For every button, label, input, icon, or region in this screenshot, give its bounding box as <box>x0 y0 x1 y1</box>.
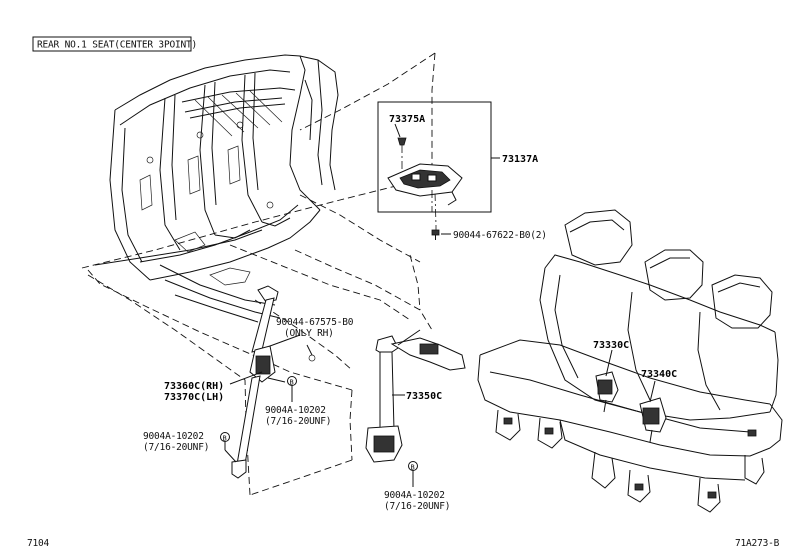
label-only-rh: (ONLY RH) <box>284 328 334 339</box>
svg-text:B: B <box>223 435 227 443</box>
leader-lines <box>224 344 656 487</box>
footer-page-code: 7104 <box>27 538 50 549</box>
seat-belt-center-73350C <box>365 329 466 463</box>
vehicle-body-structure <box>94 54 339 323</box>
label-9004A-mid: 9004A-10202 <box>265 405 326 416</box>
rear-seat <box>477 209 783 513</box>
svg-text:B: B <box>411 464 415 472</box>
header-title: REAR NO.1 SEAT(CENTER 3POINT) <box>37 40 197 51</box>
callout-labels: 73375A 73137A 90044-67622-B0(2) 90044-67… <box>143 114 677 512</box>
footer-diagram-id: 71A273-B <box>735 538 780 549</box>
label-unf-mid: (7/16-20UNF) <box>265 416 331 427</box>
label-90044-67622: 90044-67622-B0(2) <box>453 230 547 241</box>
label-73340C: 73340C <box>641 369 677 380</box>
bolt-marker-mid: B <box>287 376 297 387</box>
label-unf-left: (7/16-20UNF) <box>143 442 209 453</box>
phantom-lines <box>81 52 437 496</box>
label-unf-bottom: (7/16-20UNF) <box>384 501 450 512</box>
label-73375A: 73375A <box>389 114 425 125</box>
bolt-90044-67622 <box>431 229 451 240</box>
svg-text:B: B <box>290 379 294 387</box>
label-73370C: 73370C(LH) <box>164 392 224 403</box>
label-73360C: 73360C(RH) <box>164 381 224 392</box>
label-9004A-bottom: 9004A-10202 <box>384 490 445 501</box>
label-9004A-left: 9004A-10202 <box>143 431 204 442</box>
seat-belt-left-assembly <box>231 285 316 479</box>
bolt-marker-left: B <box>220 432 230 443</box>
label-73330C: 73330C <box>593 340 629 351</box>
label-73350C: 73350C <box>406 391 442 402</box>
inset-box-73137A <box>377 101 500 213</box>
bolt-marker-bottom: B <box>408 461 418 472</box>
label-90044-67575: 90044-67575-B0 <box>276 317 354 328</box>
header-box: REAR NO.1 SEAT(CENTER 3POINT) <box>32 36 197 52</box>
label-73137A: 73137A <box>502 154 538 165</box>
